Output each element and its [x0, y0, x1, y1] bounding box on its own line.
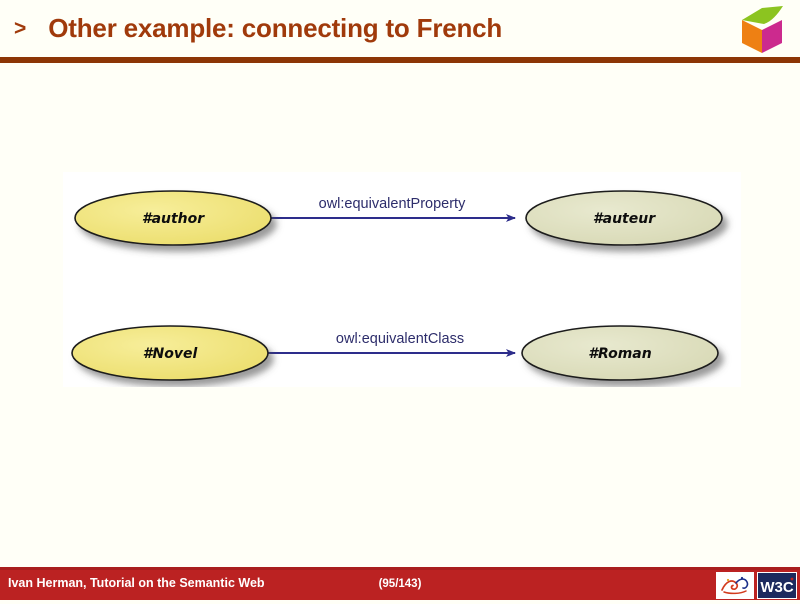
title-bullet-marker: > [14, 17, 27, 40]
footer-top-divider [0, 567, 800, 570]
footer-logo-group: W3C [716, 570, 797, 600]
node-ellipse-novel[interactable] [71, 325, 269, 381]
node-label-novel: #Novel [143, 346, 198, 362]
graph-row-author: owl:equivalentProperty #author #auteur [74, 190, 723, 246]
node-ellipse-roman[interactable] [521, 325, 719, 381]
node-ellipse-auteur[interactable] [525, 190, 723, 246]
node-label-roman: #Roman [588, 346, 651, 362]
edge-label-equivalent-property: owl:equivalentProperty [319, 196, 466, 212]
footer-author-text: Ivan Herman, Tutorial on the Semantic We… [8, 576, 265, 590]
header-divider [0, 57, 800, 63]
svg-text:W3C: W3C [760, 579, 794, 596]
footer-page-indicator: (95/143) [378, 578, 422, 590]
page-title: Other example: connecting to French [48, 13, 503, 43]
diagram-canvas: owl:equivalentProperty #author #auteur o… [63, 172, 741, 387]
slide-footer [0, 570, 800, 600]
w3c-logo[interactable]: W3C [757, 571, 797, 599]
node-ellipse-author[interactable] [74, 190, 272, 246]
slide-header: > Other example: connecting to French [0, 0, 800, 57]
equivalence-graph: owl:equivalentProperty #author #auteur o… [71, 190, 723, 381]
arabic-calligraphy-logo[interactable] [716, 571, 754, 599]
w3c-cube-logo [736, 3, 788, 55]
graph-row-novel: owl:equivalentClass #Novel #Roman [71, 325, 719, 381]
edge-label-equivalent-class: owl:equivalentClass [336, 331, 464, 347]
node-label-author: #author [142, 211, 205, 227]
node-label-auteur: #auteur [593, 211, 656, 227]
